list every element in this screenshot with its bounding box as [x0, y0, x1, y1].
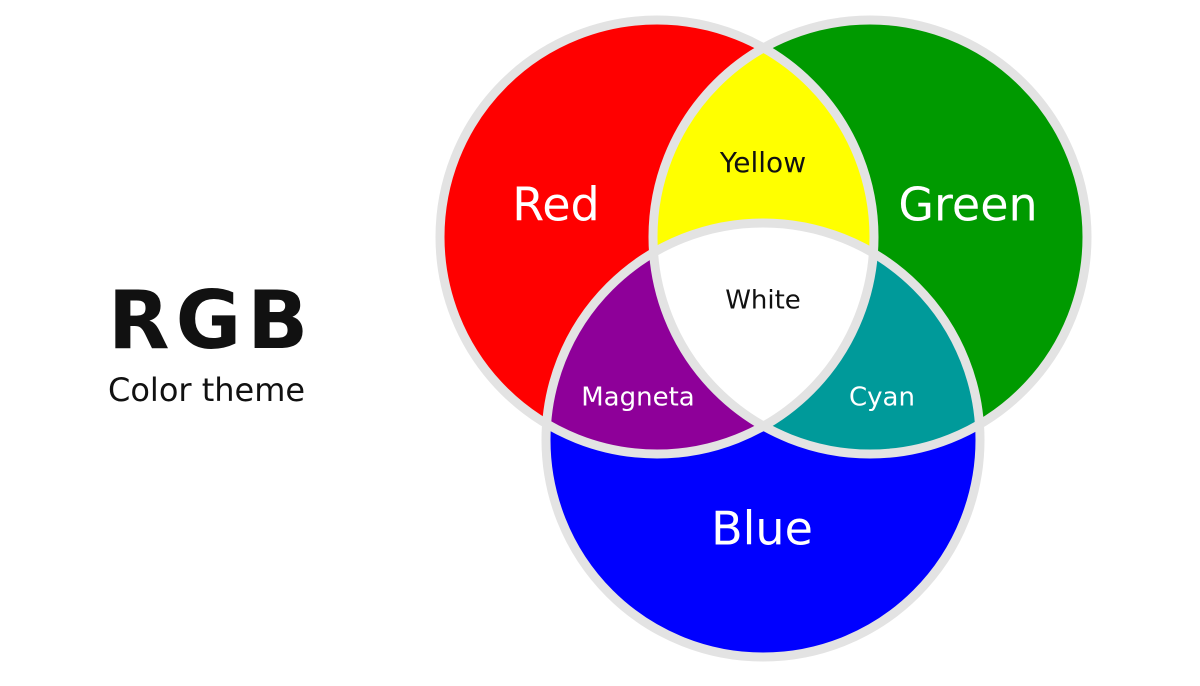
- white-label: White: [725, 286, 801, 316]
- cyan-label: Cyan: [849, 383, 915, 413]
- blue-circle-outline: [541, 218, 985, 662]
- page-subtitle: Color theme: [108, 371, 306, 409]
- blue-label: Blue: [711, 502, 813, 556]
- magenta-label: Magneta: [581, 383, 694, 413]
- green-circle-outline: [648, 15, 1092, 459]
- green-label: Green: [898, 178, 1037, 232]
- red-circle-outline: [435, 15, 879, 459]
- title-block: RGB Color theme: [108, 278, 368, 410]
- yellow-label: Yellow: [719, 146, 806, 179]
- page-title: RGB: [108, 274, 315, 367]
- red-label: Red: [512, 178, 599, 232]
